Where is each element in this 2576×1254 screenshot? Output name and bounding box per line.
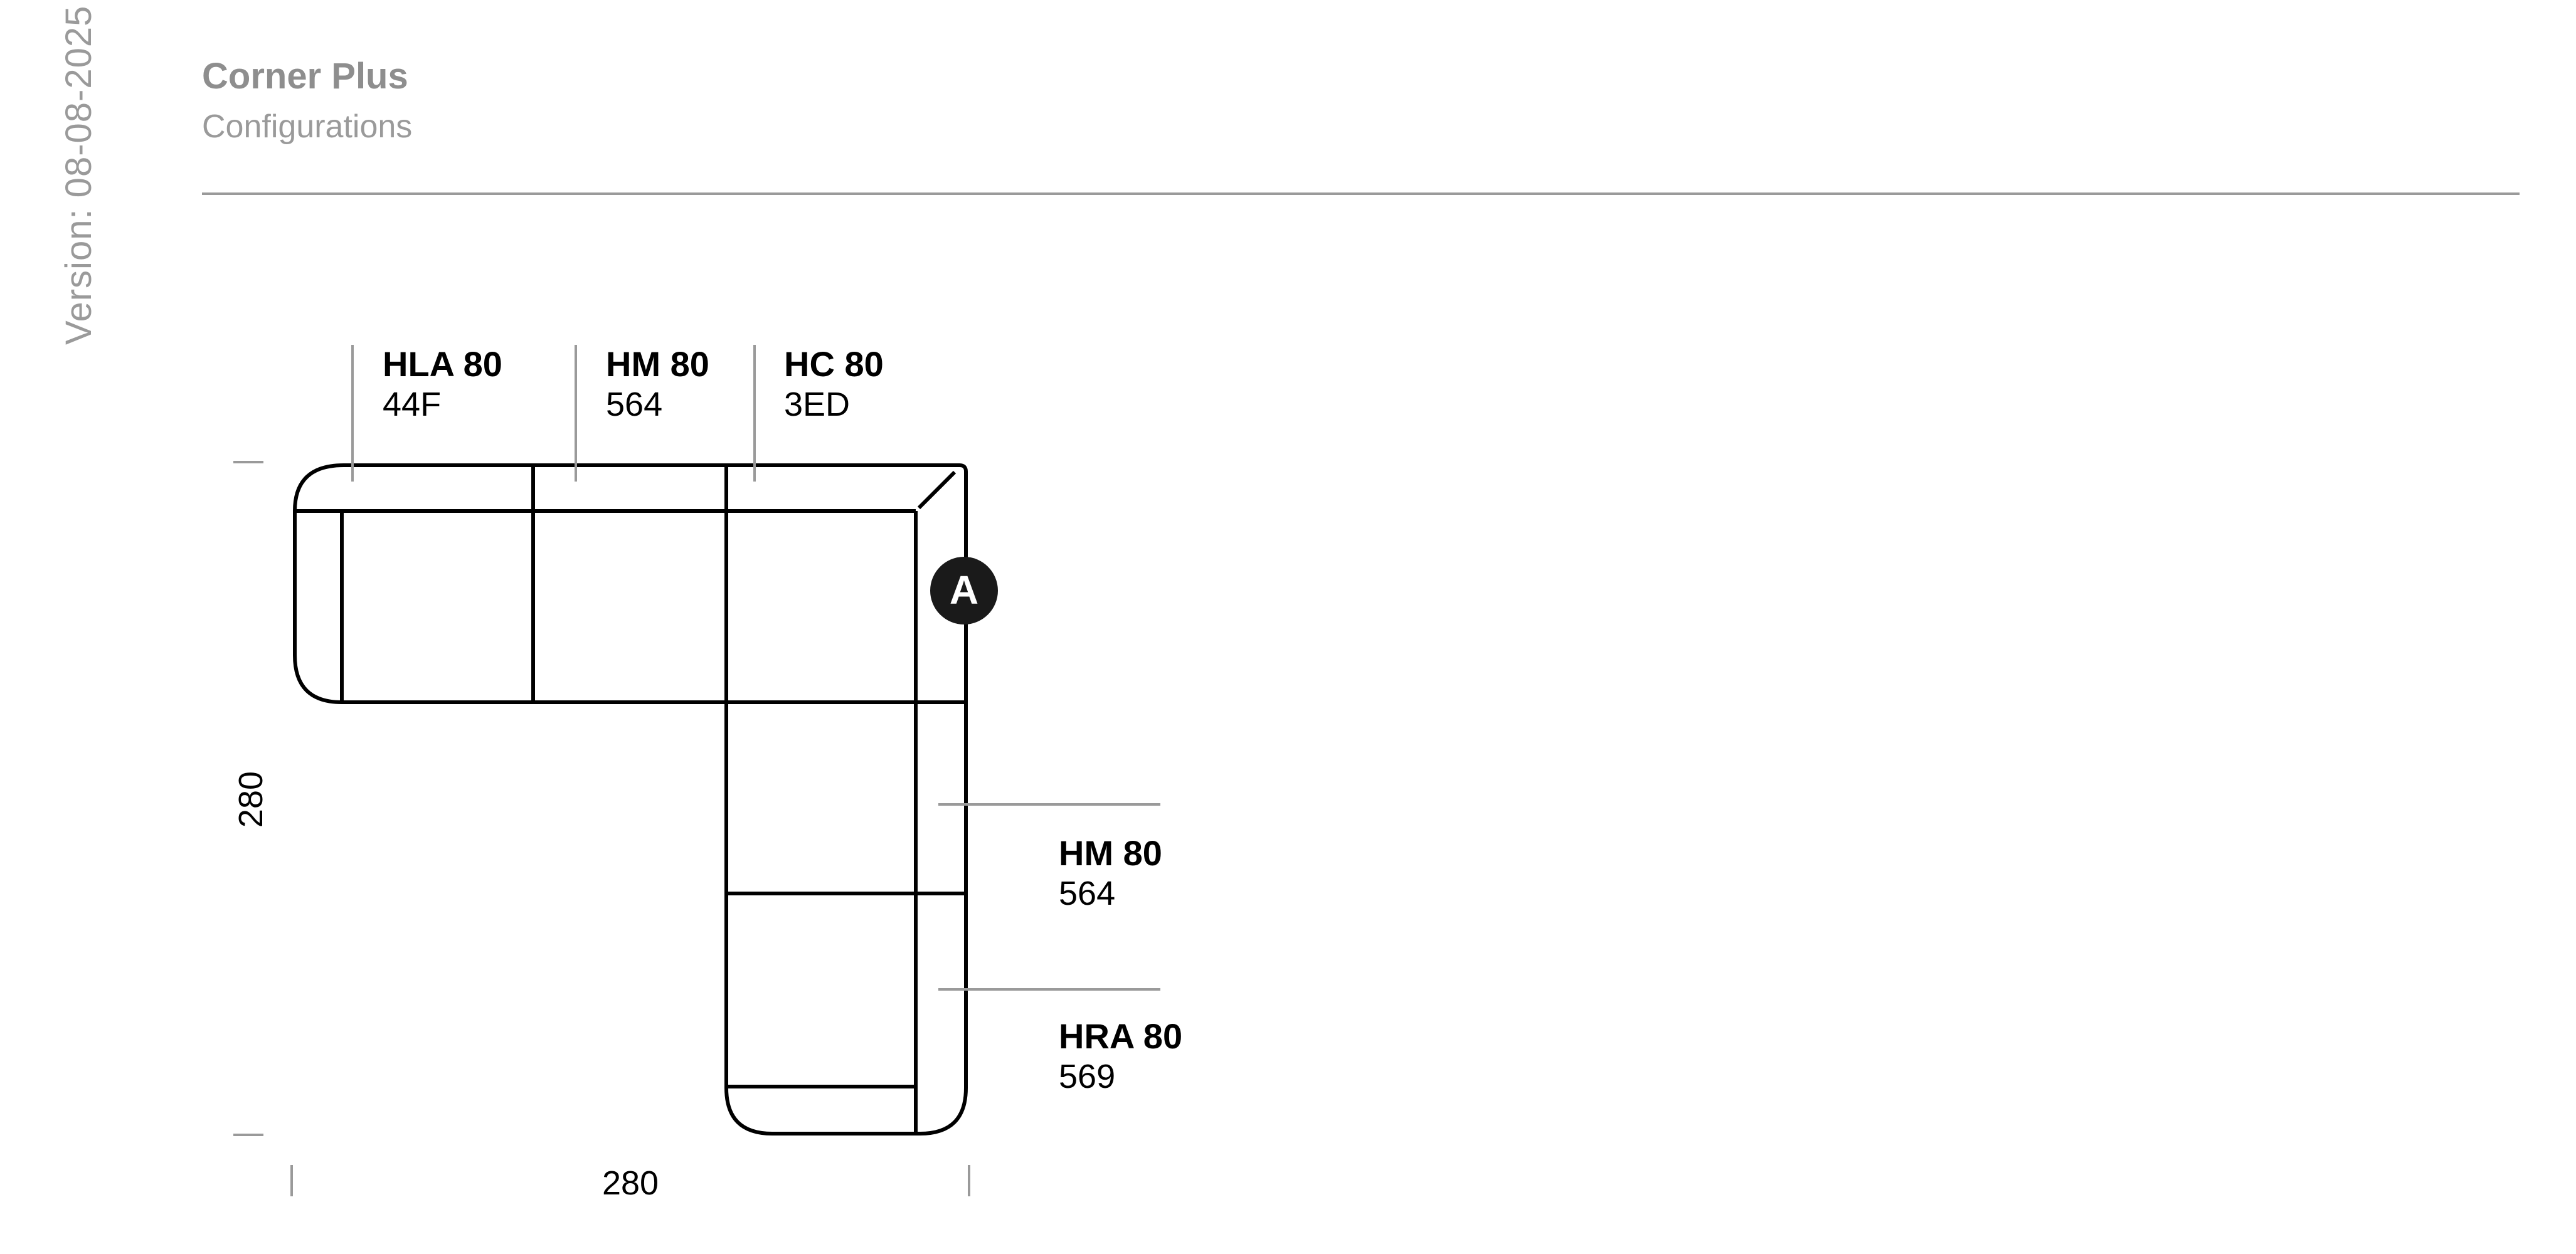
hm80-right-code: HM 80	[1059, 833, 1162, 873]
product-subtitle: Configurations	[202, 108, 413, 145]
depth-dimension-label: 280	[232, 771, 270, 828]
header-divider	[202, 192, 2520, 195]
product-title: Corner Plus	[202, 56, 408, 97]
hla80-ref: 44F	[383, 386, 441, 423]
hla80-code: HLA 80	[383, 344, 502, 384]
hm80-top-code: HM 80	[606, 344, 709, 384]
hra80-ref: 569	[1059, 1058, 1115, 1095]
hra80-code: HRA 80	[1059, 1016, 1182, 1056]
sofa-outer-outline	[293, 463, 968, 1135]
hc80-code: HC 80	[784, 344, 884, 384]
hm80-top-ref: 564	[606, 386, 662, 423]
hc80-ref: 3ED	[784, 386, 850, 423]
hm80-right-ref: 564	[1059, 875, 1115, 912]
leader-lines	[351, 345, 1160, 991]
dimension-ticks	[233, 461, 970, 1196]
marker-a-circle	[930, 557, 998, 624]
corner-diagonal	[917, 470, 957, 510]
width-dimension-label: 280	[602, 1164, 659, 1202]
marker-a-label: A	[950, 567, 978, 613]
marker-a: A	[930, 557, 998, 624]
sofa-outline	[293, 463, 968, 1135]
